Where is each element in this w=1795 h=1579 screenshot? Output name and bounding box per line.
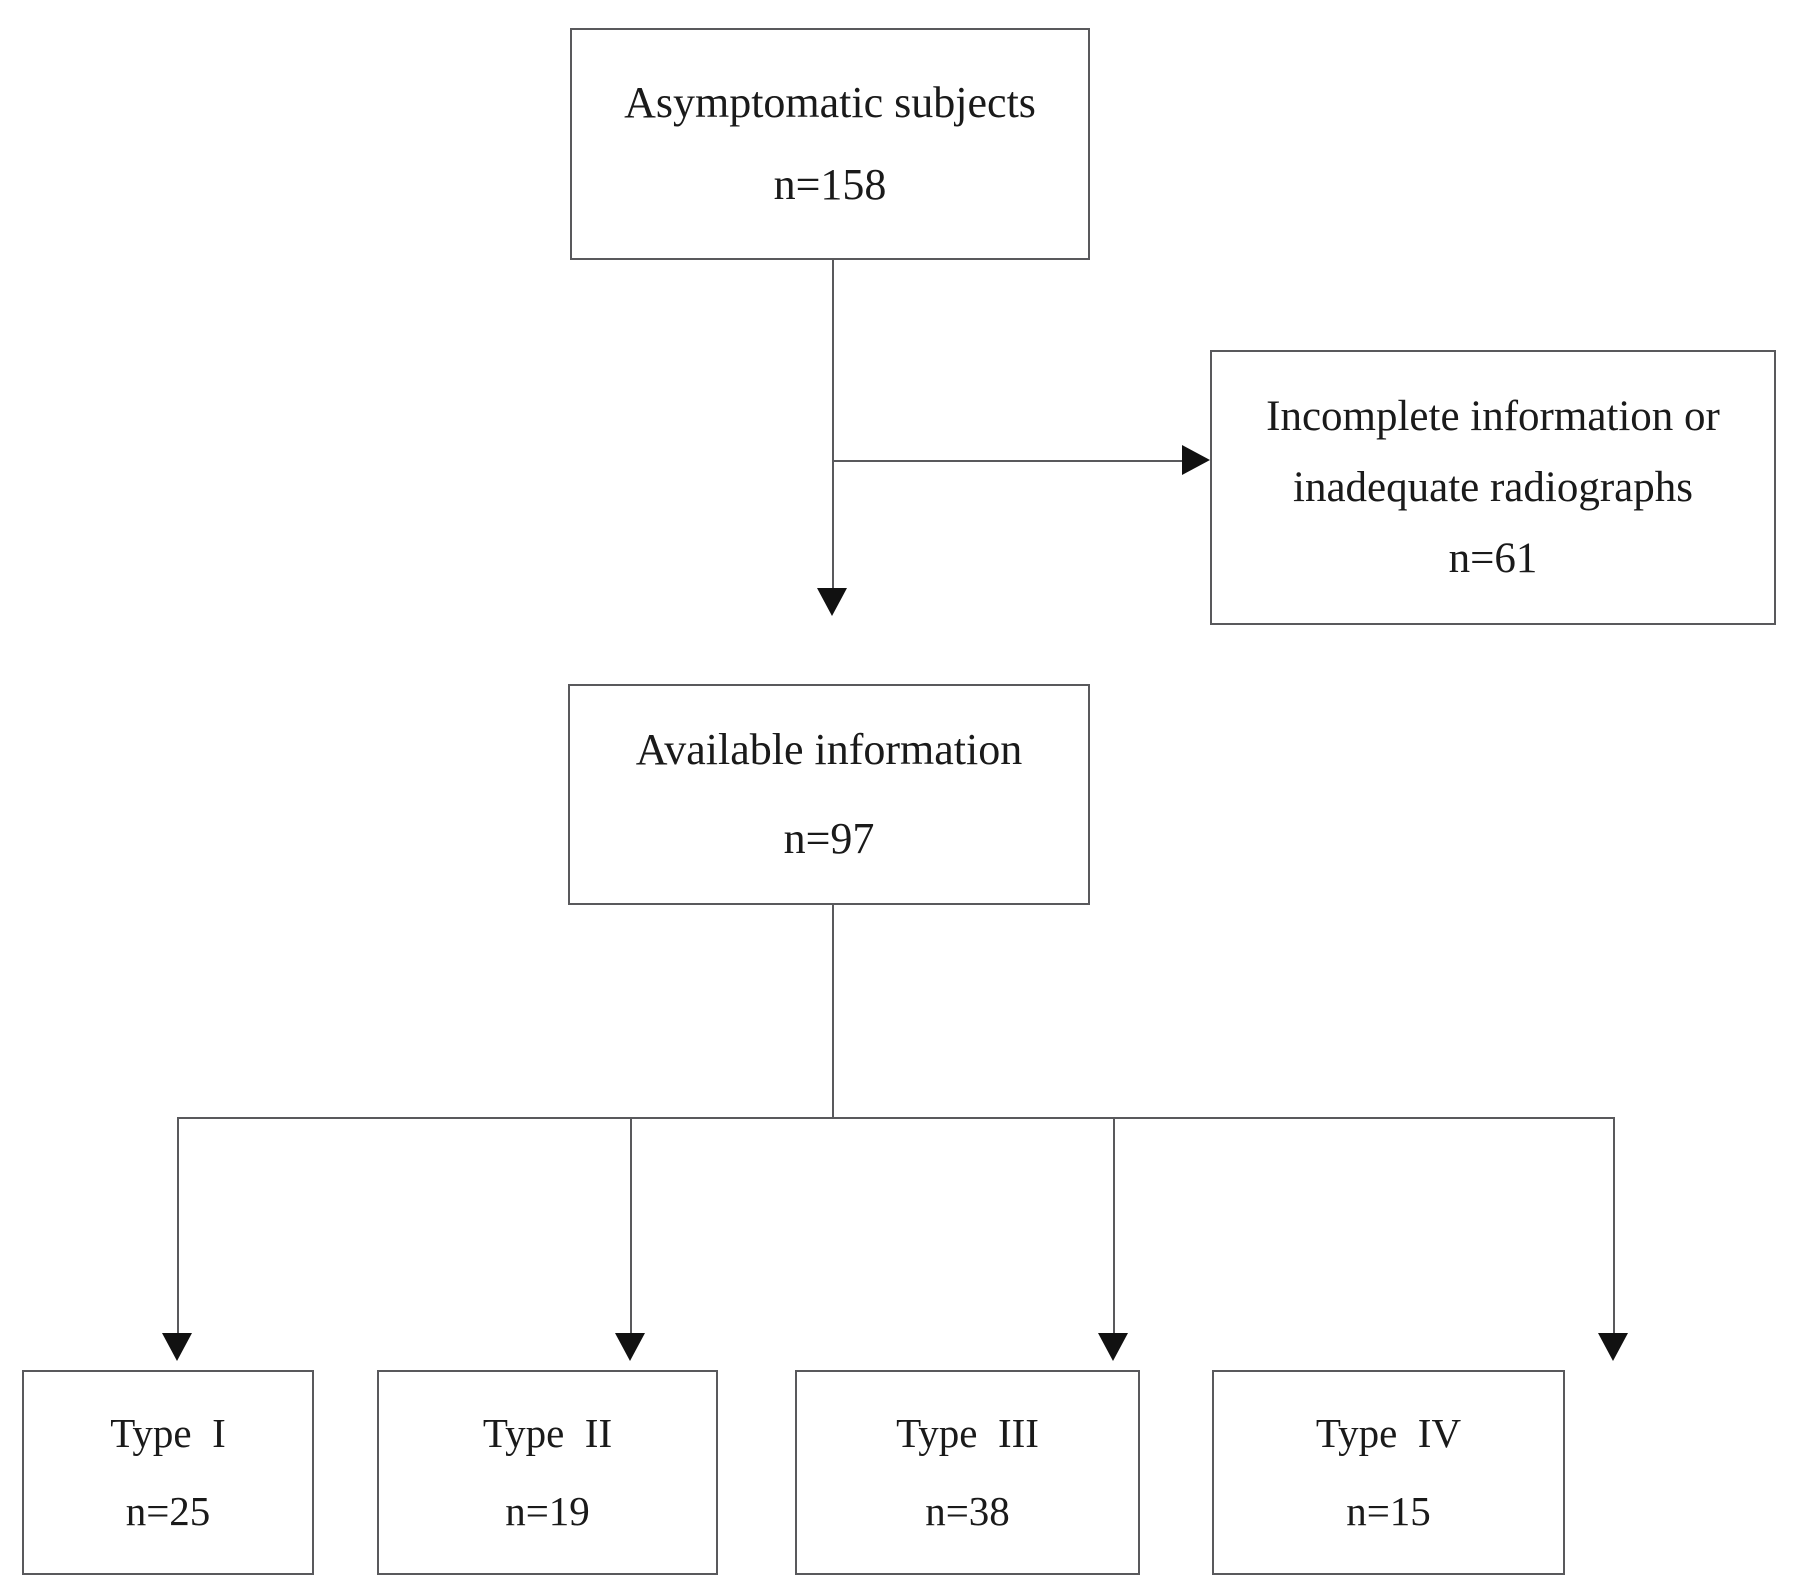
node-type-3: Type III n=38 [795,1370,1140,1575]
node-type-2-count: n=19 [505,1487,590,1534]
connector-asymptomatic-to-available [832,260,834,590]
node-type-2-label: Type II [482,1410,613,1457]
node-available-information: Available information n=97 [568,684,1090,905]
node-type-4: Type IV n=15 [1212,1370,1565,1575]
arrowhead-down-to-type-2 [615,1333,645,1361]
distribution-rail [177,1117,1613,1119]
node-asymptomatic-label: Asymptomatic subjects [624,77,1036,127]
node-available-label: Available information [635,725,1023,775]
node-type-4-label: Type IV [1315,1410,1462,1457]
connector-rail-to-type-1 [177,1117,179,1335]
node-asymptomatic-count: n=158 [773,160,887,209]
node-type-1-count: n=25 [125,1487,211,1534]
node-excluded-label-line2: inadequate radiographs [1293,463,1693,511]
node-type-3-label: Type III [896,1410,1039,1457]
connector-rail-to-type-3 [1113,1117,1115,1335]
node-excluded-count: n=61 [1448,535,1538,583]
connector-available-to-split [832,905,834,1119]
connector-rail-to-type-4 [1613,1117,1615,1335]
node-asymptomatic-subjects: Asymptomatic subjects n=158 [570,28,1090,260]
node-type-2: Type II n=19 [377,1370,718,1575]
connector-to-excluded [832,460,1184,462]
node-excluded-incomplete-information: Incomplete information or inadequate rad… [1210,350,1776,625]
node-type-4-count: n=15 [1346,1487,1431,1534]
arrowhead-down-to-available [817,588,847,616]
arrowhead-down-to-type-4 [1598,1333,1628,1361]
node-type-1: Type I n=25 [22,1370,314,1575]
node-available-count: n=97 [783,813,875,863]
connector-rail-to-type-2 [630,1117,632,1335]
node-type-1-label: Type I [110,1410,226,1457]
arrowhead-down-to-type-1 [162,1333,192,1361]
arrowhead-right-to-excluded [1182,445,1210,475]
node-excluded-label-line1: Incomplete information or [1266,392,1720,440]
arrowhead-down-to-type-3 [1098,1333,1128,1361]
node-type-3-count: n=38 [925,1487,1010,1534]
